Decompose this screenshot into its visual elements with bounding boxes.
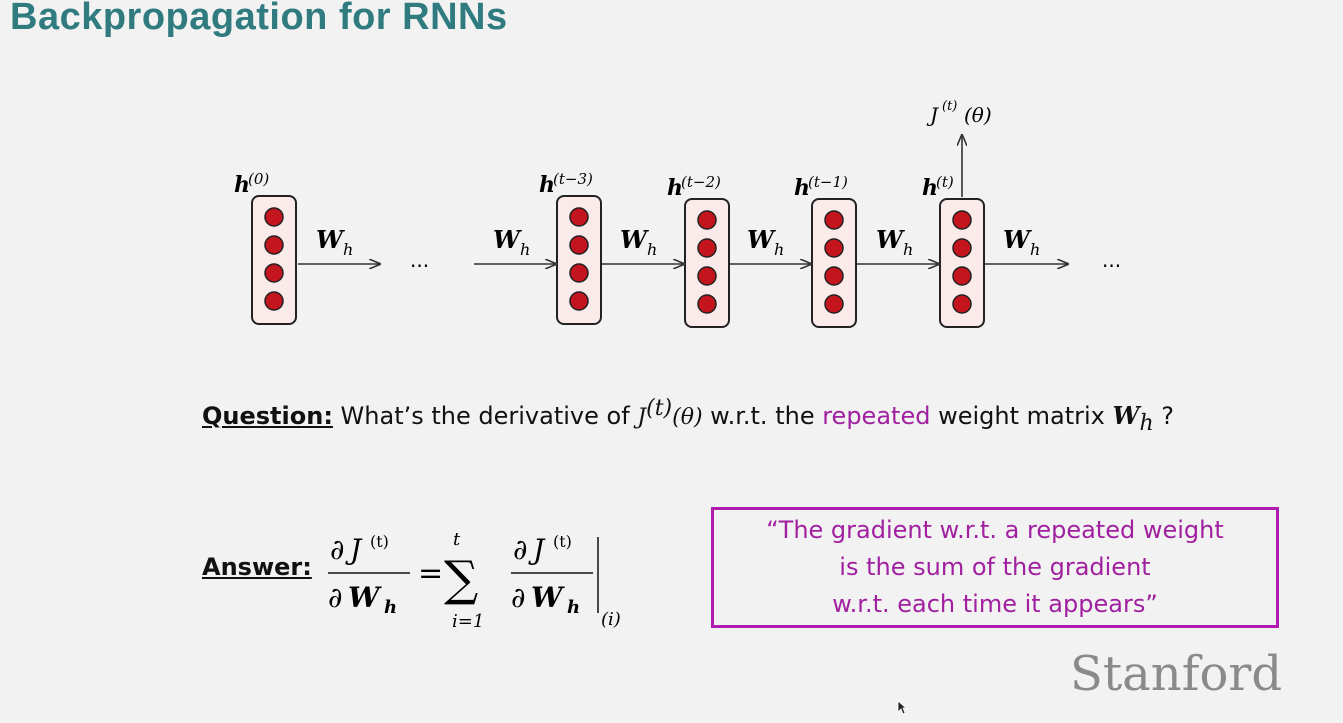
hidden-unit-node [264, 207, 284, 227]
state-label-h-t-base: h [922, 175, 938, 201]
rhs-denominator-partial: ∂ [511, 581, 525, 614]
hidden-state-box-h-t [939, 198, 985, 328]
quote-line: “The gradient w.r.t. a repeated weight [766, 516, 1224, 544]
question-label: Question: [202, 402, 333, 430]
hidden-unit-node [697, 210, 717, 230]
hidden-unit-node [952, 210, 972, 230]
weight-label-base: W [876, 225, 905, 254]
state-label-h0-base: h [234, 172, 250, 198]
loss-label-arg: (θ) [964, 103, 992, 127]
hidden-state-box-h-t-minus-1 [811, 198, 857, 328]
weight-label-sub: h [343, 240, 353, 259]
gradient-formula: ∂ J (t) ∂ W h = t ∑ i=1 ∂ J (t) ∂ W h (i… [328, 529, 621, 632]
loss-label-base: J [926, 103, 939, 127]
ellipsis-right: ... [1102, 248, 1121, 272]
hidden-unit-node [824, 238, 844, 258]
sum-symbol: ∑ [444, 551, 478, 607]
hidden-unit-node [569, 263, 589, 283]
weight-label-base: W [493, 225, 522, 254]
question-loss-base: J [637, 405, 647, 430]
question-matrix-base: W [1112, 401, 1140, 430]
hidden-unit-node [569, 235, 589, 255]
weight-label-base: W [316, 225, 345, 254]
hidden-unit-node [952, 266, 972, 286]
lhs-denominator-partial: ∂ [328, 581, 342, 614]
weight-label-sub: h [647, 240, 657, 259]
weight-label-sub: h [903, 240, 913, 259]
sum-lower-limit: i=1 [452, 611, 484, 632]
weight-label-sub: h [520, 240, 530, 259]
hidden-unit-node [264, 235, 284, 255]
stanford-logo: Stanford [1070, 646, 1283, 702]
equals-sign: = [418, 556, 443, 591]
weight-label-base: W [747, 225, 776, 254]
rhs-denominator-sub: h [567, 597, 580, 618]
lhs-numerator-base: J [345, 533, 363, 566]
question-text-middle: w.r.t. the [702, 402, 823, 430]
question-text-after: weight matrix [930, 402, 1113, 430]
loss-label-sup: (t) [942, 99, 957, 114]
quote-box: “The gradient w.r.t. a repeated weight i… [711, 507, 1279, 628]
lhs-denominator-base: W [348, 581, 382, 614]
question-text-before: What’s the derivative of [332, 402, 638, 430]
hidden-unit-node [824, 266, 844, 286]
state-label-h0-sup: (0) [248, 170, 269, 188]
lhs-denominator-sub: h [384, 597, 397, 618]
ellipsis-left: ... [410, 248, 429, 272]
slide-title: Backpropagation for RNNs [10, 0, 508, 38]
question-loss-sup: (t) [646, 396, 673, 421]
lhs-numerator-partial: ∂ [330, 533, 344, 566]
hidden-unit-node [697, 294, 717, 314]
hidden-unit-node [824, 210, 844, 230]
hidden-unit-node [569, 291, 589, 311]
rhs-numerator-sup: (t) [553, 532, 572, 551]
state-label-h-t-minus-2-sup: (t−2) [681, 173, 721, 191]
quote-line: w.r.t. each time it appears” [832, 590, 1158, 618]
hidden-unit-node [952, 294, 972, 314]
question-end: ? [1153, 402, 1174, 430]
hidden-unit-node [569, 207, 589, 227]
state-label-h-t-minus-3-base: h [539, 172, 555, 198]
lhs-numerator-sup: (t) [370, 532, 389, 551]
quote-line: is the sum of the gradient [839, 553, 1151, 581]
question-highlight: repeated [822, 402, 931, 430]
state-label-h-t-sup: (t) [936, 173, 954, 191]
rhs-numerator-base: J [528, 533, 546, 566]
question-matrix-sub: h [1139, 410, 1154, 436]
rhs-numerator-partial: ∂ [513, 533, 527, 566]
weight-label-base: W [620, 225, 649, 254]
sum-upper-limit: t [453, 529, 461, 550]
state-label-h-t-minus-1-sup: (t−1) [808, 173, 848, 191]
hidden-unit-node [824, 294, 844, 314]
hidden-unit-node [952, 238, 972, 258]
weight-label-sub: h [1030, 240, 1040, 259]
mouse-cursor-icon [897, 700, 907, 715]
hidden-unit-node [697, 266, 717, 286]
hidden-state-box-h-t-minus-3 [556, 195, 602, 325]
hidden-unit-node [264, 291, 284, 311]
weight-label-sub: h [774, 240, 784, 259]
question-text: Question: What’s the derivative of J(t)(… [202, 396, 1174, 436]
state-label-h-t-minus-2-base: h [667, 175, 683, 201]
state-label-h-t-minus-1-base: h [794, 175, 810, 201]
hidden-state-box-h-t-minus-2 [684, 198, 730, 328]
state-label-h-t-minus-3-sup: (t−3) [553, 170, 593, 188]
hidden-unit-node [264, 263, 284, 283]
rhs-denominator-base: W [531, 581, 565, 614]
evaluation-subscript: (i) [601, 609, 621, 630]
question-loss-arg: (θ) [672, 405, 703, 430]
answer-label: Answer: [202, 553, 312, 581]
hidden-state-box-h0 [251, 195, 297, 325]
weight-label-base: W [1003, 225, 1032, 254]
hidden-unit-node [697, 238, 717, 258]
